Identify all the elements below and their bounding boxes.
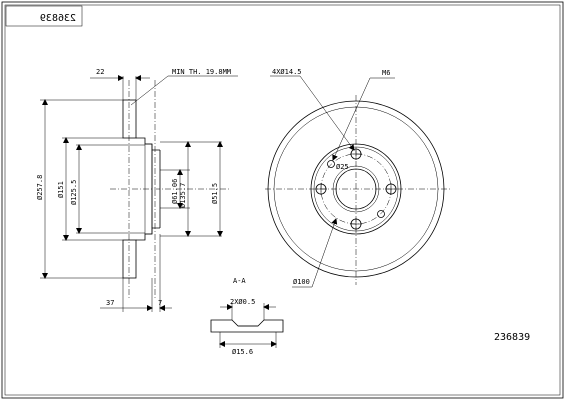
pcd-label: Ø100 [293, 278, 310, 286]
dim-bolt-circle: Ø135.7 [179, 183, 187, 208]
part-number-mirrored: 236839 [40, 13, 76, 24]
dim-bottom-small: 7 [158, 299, 162, 307]
threaded-hole-1 [327, 160, 335, 168]
threaded-hole-2 [377, 210, 385, 218]
center-bore [335, 168, 377, 210]
hat-inner [313, 146, 399, 232]
dim-hat-diameter: Ø151 [57, 181, 65, 198]
hat-outer [310, 143, 402, 235]
min-thickness-note: MIN TH. 19.8MM [172, 68, 231, 76]
dim-center-bore: Ø61.06 [171, 179, 179, 204]
center-hole-label: Ø25 [336, 163, 349, 171]
dim-bottom-height: 37 [106, 299, 114, 307]
friction-ring-lower [122, 239, 137, 279]
side-view: Ø257.8 Ø151 Ø125.5 Ø61.06 Ø135.7 Ø51.5 2… [36, 68, 238, 312]
dim-outer-diameter: Ø257.8 [36, 175, 44, 200]
dim-inner-diameter: Ø125.5 [70, 180, 78, 205]
dim-mounting: Ø51.5 [211, 183, 219, 204]
inner-frame [4, 4, 561, 396]
front-view: 4XØ14.5 M6 Ø25 Ø100 [265, 68, 450, 288]
dim-top-width: 22 [96, 68, 104, 76]
center-bore-chamfer [332, 165, 380, 213]
friction-ring-upper [122, 99, 137, 139]
chamfer-label: 2XØ0.5 [230, 298, 255, 306]
section-view: A-A 2XØ0.5 Ø15.6 [210, 277, 284, 356]
width-label: Ø15.6 [232, 348, 253, 356]
disc-outer-edge [267, 100, 445, 278]
holes-label: 4XØ14.5 [272, 68, 302, 76]
section-title: A-A [233, 277, 246, 285]
part-number: 236839 [494, 332, 530, 343]
title-block: 236839 [5, 5, 83, 27]
disc-friction-inner [273, 106, 439, 272]
thread-label: M6 [382, 69, 390, 77]
